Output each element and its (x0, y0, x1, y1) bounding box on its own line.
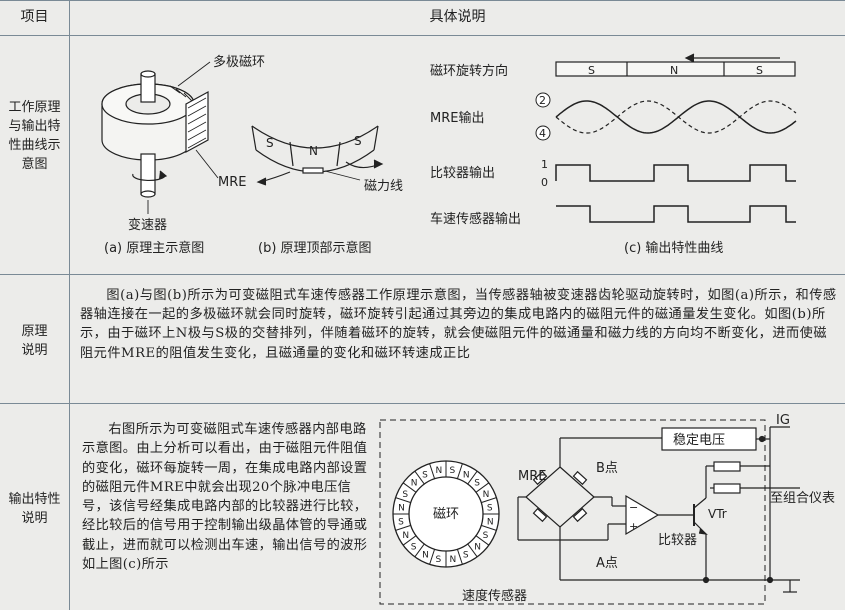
ring-segment-divider (414, 543, 425, 558)
ring-pole-mark: N (450, 555, 457, 565)
strip-pole-1: S (588, 64, 595, 77)
ring-pole-mark: N (422, 551, 429, 561)
ring-segment-divider (429, 463, 436, 479)
label-point-b: B点 (596, 461, 618, 476)
figure-b-top-view (251, 125, 384, 186)
header-description: 具体说明 (429, 9, 486, 25)
ring-pole-mark: S (422, 470, 428, 480)
strip-pole-3: S (756, 64, 763, 77)
ring-segment-divider (481, 497, 497, 504)
ring-segment-divider (475, 535, 490, 546)
ring-segment-divider (414, 470, 425, 485)
strip-pole-2: N (670, 64, 678, 77)
row3-label: 输出特性说明 (8, 492, 61, 526)
ring-segment-divider (402, 482, 417, 493)
header-item: 项目 (20, 9, 49, 25)
rotation-strip (555, 53, 796, 77)
ring-pole-mark: S (463, 551, 469, 561)
ring-pole-mark: S (436, 555, 442, 565)
label-ig: IG (776, 413, 790, 428)
ring-pole-mark: N (402, 531, 409, 541)
label-flux: 磁力线 (364, 179, 403, 194)
ring-segment-divider (395, 524, 411, 531)
ring-pole-mark: N (474, 542, 481, 552)
ring-segment-divider (481, 524, 497, 531)
caption-fig-b: (b) 原理顶部示意图 (258, 240, 372, 256)
pole-s-right: S (354, 134, 362, 148)
ring-segment-divider (456, 463, 463, 479)
table-column-divider (69, 0, 70, 610)
label-transmission: 变速器 (128, 217, 167, 233)
level-low: 0 (541, 176, 548, 189)
label-speed-sensor: 速度传感器 (462, 588, 527, 604)
label-mre-circuit: MRE (518, 469, 546, 484)
table-border-top (0, 0, 845, 1)
ring-pole-mark: N (487, 518, 494, 528)
mre-bridge (517, 437, 662, 580)
comparator-opamp (625, 494, 694, 536)
caption-fig-c: (c) 输出特性曲线 (624, 240, 723, 256)
ring-pole-mark: S (402, 490, 408, 500)
ring-pole-mark: S (487, 504, 493, 514)
ring-pole-mark: S (483, 531, 489, 541)
row3-paragraph: 右图所示为可变磁阻式车速传感器内部电路示意图。由上分析可以看出，由于磁阻元件阻值… (82, 422, 368, 573)
ring-segment-divider (429, 549, 436, 565)
opamp-minus: − (629, 501, 638, 514)
mre-output-solid-wave (555, 100, 797, 134)
label-to-cluster: 至组合仪表 (770, 491, 835, 506)
ring-pole-mark: S (450, 466, 456, 476)
marker-4: 4 (535, 125, 551, 141)
table-rule-header (0, 35, 845, 36)
marker-4-text: 4 (539, 127, 546, 140)
marker-2: 2 (535, 92, 551, 108)
ring-segment-divider (467, 470, 478, 485)
ring-segment-divider (475, 482, 490, 493)
label-speed-sensor-output: 车速传感器输出 (430, 211, 521, 227)
ring-pole-mark: N (411, 479, 418, 489)
pole-n: N (309, 144, 318, 158)
row2-paragraph: 图(a)与图(b)所示为可变磁阻式车速传感器工作原理示意图，当传感器轴被变速器齿… (80, 288, 837, 361)
label-point-a: A点 (596, 556, 618, 571)
label-multipole-ring: 多极磁环 (213, 54, 265, 70)
opamp-plus: + (629, 520, 638, 533)
ring-pole-mark: N (436, 466, 443, 476)
row2-label: 原理说明 (21, 324, 48, 358)
ring-pole-mark: N (483, 490, 490, 500)
label-mre-output: MRE输出 (430, 110, 484, 126)
wiring-right (560, 426, 800, 593)
comparator-square-wave (555, 164, 796, 182)
label-regulator: 稳定电压 (673, 432, 725, 448)
ring-pole-mark: N (463, 470, 470, 480)
ring-pole-mark: S (474, 479, 480, 489)
sensor-boundary (379, 419, 766, 605)
table-rule-row2 (0, 403, 845, 404)
ring-pole-mark: S (411, 542, 417, 552)
figure-panel-row1: 多极磁环 MRE 变速器 (a) 原理主示意图 S N S 磁力线 (b) 原理… (101, 53, 797, 256)
row1-label: 工作原理与输出特性曲线示意图 (8, 100, 61, 172)
speed-sensor-square-wave (556, 205, 796, 223)
ring-segment-divider (467, 543, 478, 558)
ring-label: 磁环 (433, 507, 459, 522)
ring-segment-divider (402, 535, 417, 546)
ring-pole-mark: S (398, 518, 404, 528)
pole-s-left: S (266, 136, 274, 150)
label-mre-a: MRE (218, 175, 246, 190)
label-comparator-output: 比较器输出 (430, 165, 495, 181)
figure-a-principle (101, 61, 219, 214)
level-high: 1 (541, 158, 548, 171)
table-rule-row1 (0, 274, 845, 275)
ring-segment-divider (395, 497, 411, 504)
ring-segment-divider (456, 549, 463, 565)
caption-fig-a: (a) 原理主示意图 (104, 240, 204, 256)
ring-pole-mark: N (398, 504, 405, 514)
label-transistor: VTr (708, 507, 727, 521)
marker-2-text: 2 (539, 94, 546, 107)
mre-output-dashed-wave (555, 100, 797, 134)
label-comparator: 比较器 (658, 533, 697, 548)
label-rotation-direction: 磁环旋转方向 (430, 63, 508, 79)
